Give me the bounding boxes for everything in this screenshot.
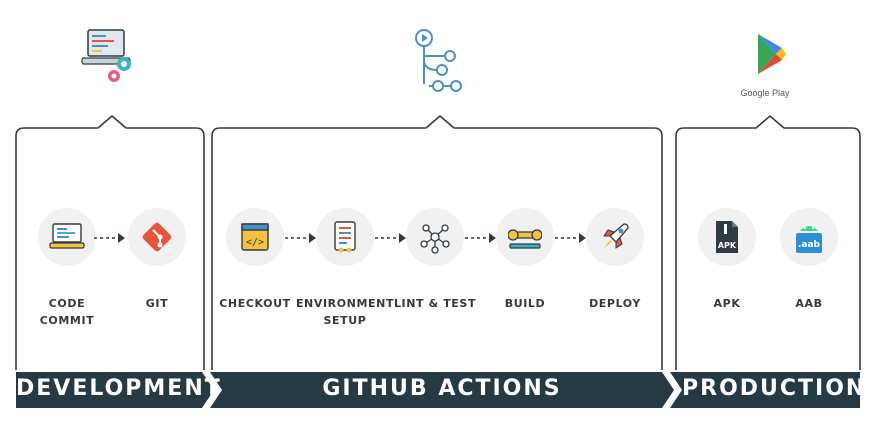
git-label: GIT — [145, 297, 169, 310]
production-panel — [675, 114, 861, 370]
build-step — [496, 208, 554, 266]
code-window-icon: </> — [241, 223, 269, 251]
github-actions-banner-label: GITHUB ACTIONS — [322, 376, 562, 401]
git-step — [128, 208, 186, 266]
network-icon — [420, 224, 450, 254]
arrow-commit-to-git — [94, 233, 125, 243]
wrench-icon — [508, 229, 542, 249]
google-play-label: Google Play — [740, 88, 790, 98]
git-icon — [142, 222, 172, 252]
apk-step: APK — [698, 208, 756, 266]
rocket-icon — [603, 223, 629, 249]
lint-test-label: LINT & TEST — [393, 297, 477, 310]
developer-laptop-icon — [81, 29, 131, 82]
android-aab-icon: .aab — [796, 226, 822, 253]
development-banner-label: DEVELOPMENT — [16, 376, 222, 401]
arrow-build-to-deploy — [555, 233, 586, 243]
github-actions-panel — [211, 114, 663, 370]
environment-setup-step — [316, 208, 374, 266]
github-actions-banner — [210, 372, 674, 408]
arrow-env-to-lint — [375, 233, 406, 243]
checkout-step: </> — [226, 208, 284, 266]
arrow-checkout-to-env — [285, 233, 316, 243]
code-commit-step — [38, 208, 96, 266]
deploy-label: DEPLOY — [589, 297, 641, 310]
deploy-step — [586, 208, 644, 266]
development-banner — [16, 372, 214, 408]
apk-file-icon: APK — [716, 221, 738, 253]
google-play-icon — [758, 34, 786, 74]
laptop-icon — [49, 223, 85, 249]
aab-step: .aab — [780, 208, 838, 266]
lint-test-step — [406, 208, 464, 266]
checkout-label: CHECKOUT — [219, 297, 291, 310]
apk-label: APK — [713, 297, 741, 310]
development-panel — [15, 114, 205, 370]
svg-text:.aab: .aab — [798, 240, 821, 250]
arrow-lint-to-build — [465, 233, 496, 243]
production-banner — [670, 372, 860, 408]
build-label: BUILD — [504, 297, 546, 310]
svg-text:APK: APK — [718, 241, 737, 250]
aab-label: AAB — [795, 297, 823, 310]
production-banner-label: PRODUCTION — [682, 376, 867, 401]
github-actions-workflow-icon — [415, 29, 462, 92]
settings-panel-icon — [334, 221, 356, 253]
svg-text:</>: </> — [246, 237, 264, 248]
